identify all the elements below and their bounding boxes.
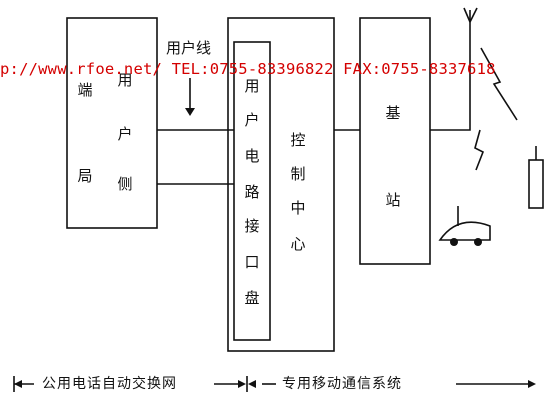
ctrl-char: 控 <box>290 131 306 149</box>
ex-left-char: 端 <box>77 81 93 99</box>
dedicated-system-label: 专用移动通信系统 <box>282 376 402 392</box>
iface-char: 盘 <box>244 289 260 307</box>
vehicle-wheel-rear <box>474 238 482 246</box>
exchange-box <box>66 17 158 229</box>
base-char: 站 <box>385 191 401 209</box>
watermark: p://www.rfoe.net/ TEL:0755-83396822 FAX:… <box>0 60 496 78</box>
interface-board-box <box>233 41 271 341</box>
public-network-label: 公用电话自动交换网 <box>42 376 177 392</box>
user-line-label: 用户线 <box>166 39 212 57</box>
ex-left-char: 局 <box>77 167 93 185</box>
scope-arrowhead-mid-left <box>238 380 246 388</box>
ex-right-char: 侧 <box>117 175 133 193</box>
vehicle-wheel-front <box>450 238 458 246</box>
vehicle-body <box>438 221 491 241</box>
base-to-antenna-link <box>430 55 471 131</box>
ex-right-char: 户 <box>117 125 133 143</box>
iface-char: 接 <box>244 217 260 235</box>
ex-right-char: 用 <box>117 71 133 89</box>
ctrl-char: 心 <box>290 235 306 253</box>
ctrl-char: 制 <box>290 165 306 183</box>
iface-char: 电 <box>244 147 260 165</box>
scope-arrowhead-right <box>528 380 536 388</box>
base-char: 基 <box>385 104 401 122</box>
user-line-arrowhead <box>185 108 195 116</box>
scope-arrowhead-left <box>14 380 22 388</box>
handheld-terminal <box>528 159 544 209</box>
scope-arrowhead-mid-right <box>248 380 256 388</box>
radio-wave-lower <box>474 129 485 171</box>
antenna-element-right <box>469 7 478 23</box>
iface-char: 口 <box>244 253 260 271</box>
antenna-element-left <box>463 7 471 23</box>
iface-char: 路 <box>244 183 260 201</box>
radio-wave-upper <box>480 47 518 121</box>
iface-char: 用 <box>244 77 260 95</box>
iface-char: 户 <box>244 111 260 129</box>
ctrl-char: 中 <box>290 199 306 217</box>
base-station-box <box>359 17 431 265</box>
